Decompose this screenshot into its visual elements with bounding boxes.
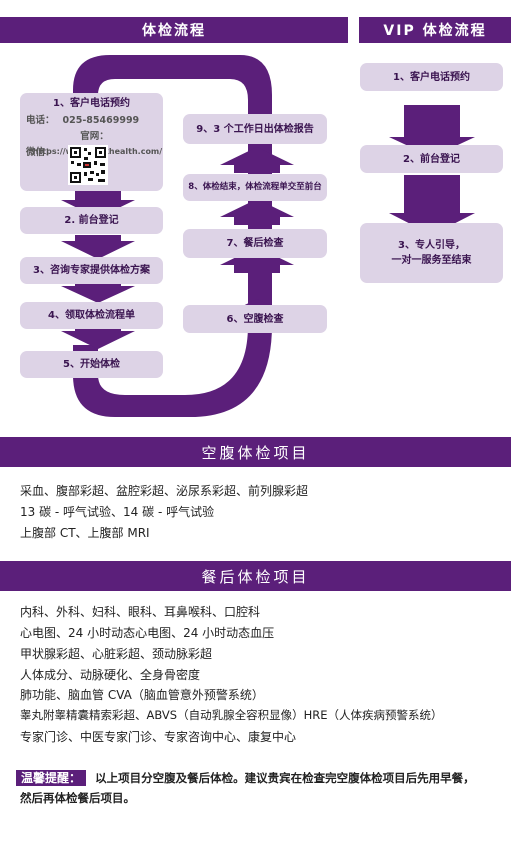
step-9: 9、3 个工作日出体检报告 xyxy=(183,114,327,144)
fasting-line-1: 采血、腹部彩超、盆腔彩超、泌尿系彩超、前列腺彩超 xyxy=(20,484,309,498)
fasting-title: 空腹体检项目 xyxy=(201,443,310,462)
tip-row-1: 温馨提醒： 以上项目分空腹及餐后体检。建议贵宾在检查完空腹体检项目后先用早餐， xyxy=(16,767,475,786)
step-3: 3、咨询专家提供体检方案 xyxy=(20,257,163,284)
step-8-label: 8、体检结束，体检流程单交至前台 xyxy=(188,182,322,192)
wechat-label: 微信： xyxy=(26,147,55,158)
after-line-2: 心电图、24 小时动态心电图、24 小时动态血压 xyxy=(20,626,275,640)
vip-step-3: 3、专人引导， 一对一服务至结束 xyxy=(360,223,503,283)
step-2: 2. 前台登记 xyxy=(20,207,163,234)
step-6: 6、空腹检查 xyxy=(183,305,327,333)
site-label: 官网： xyxy=(80,131,109,142)
vip-step-2-label: 2、前台登记 xyxy=(403,153,460,165)
tip-text-1: 以上项目分空腹及餐后体检。建议贵宾在检查完空腹体检项目后先用早餐， xyxy=(95,771,475,785)
step-9-label: 9、3 个工作日出体检报告 xyxy=(196,123,314,135)
vip-arrow-2 xyxy=(389,175,475,235)
flow-header: 体检流程 xyxy=(0,17,348,43)
vip-header: VIP 体检流程 xyxy=(359,17,511,43)
phone-label: 电话： xyxy=(26,115,55,126)
loop-outer xyxy=(73,55,272,417)
after-line-6: 睾丸附睾精囊精索彩超、ABVS（自动乳腺全容积显像）HRE（人体疾病预警系统） xyxy=(20,708,443,722)
flow-graphic xyxy=(61,55,475,417)
contact-box: 1、客户电话预约 电话：025-85469999 官网：https://www.… xyxy=(20,93,163,191)
step-6-label: 6、空腹检查 xyxy=(226,313,284,325)
step-7-label: 7、餐后检查 xyxy=(226,238,284,249)
step-4-label: 4、领取体检流程单 xyxy=(48,310,135,321)
after-line-5: 肺功能、脑血管 CVA（脑血管意外预警系统） xyxy=(20,688,264,702)
step-7: 7、餐后检查 xyxy=(183,229,327,258)
after-line-1: 内科、外科、妇科、眼科、耳鼻喉科、口腔科 xyxy=(20,605,261,619)
contact-step-label: 1、客户电话预约 xyxy=(53,98,130,109)
after-meal-header: 餐后体检项目 xyxy=(0,561,511,591)
vip-title: VIP 体检流程 xyxy=(383,23,487,39)
tip-label: 温馨提醒： xyxy=(16,770,87,786)
tip-text-2: 然后再体检餐后项目。 xyxy=(20,791,135,805)
step-2-label: 2. 前台登记 xyxy=(64,215,119,226)
after-line-3: 甲状腺彩超、心脏彩超、颈动脉彩超 xyxy=(20,647,213,661)
qr-code-icon xyxy=(68,145,108,185)
fasting-line-3: 上腹部 CT、上腹部 MRI xyxy=(20,526,150,540)
vip-step-3-line1: 3、专人引导， xyxy=(398,240,465,251)
fasting-header: 空腹体检项目 xyxy=(0,437,511,467)
arrow-down-1 xyxy=(61,190,135,218)
after-line-7: 专家门诊、中医专家门诊、专家咨询中心、康复中心 xyxy=(20,730,297,744)
vip-step-1: 1、客户电话预约 xyxy=(360,63,503,91)
fasting-line-2: 13 碳 - 呼气试验、14 碳 - 呼气试验 xyxy=(20,505,215,519)
arrow-up-3 xyxy=(220,199,294,225)
phone-row: 电话： 025-85469999 xyxy=(26,113,139,128)
arrow-down-2 xyxy=(61,235,135,259)
arrow-up-2 xyxy=(220,247,294,273)
wechat-row: 微信： xyxy=(26,145,55,160)
arrow-up-4 xyxy=(220,147,294,173)
flow-title: 体检流程 xyxy=(142,23,206,39)
after-meal-title: 餐后体检项目 xyxy=(201,567,310,586)
step-3-label: 3、咨询专家提供体检方案 xyxy=(33,265,150,276)
step-5: 5、开始体检 xyxy=(20,351,163,378)
arrow-down-3 xyxy=(61,280,135,303)
after-line-4: 人体成分、动脉硬化、全身骨密度 xyxy=(20,668,201,682)
phone-value: 025-85469999 xyxy=(62,115,140,126)
step-5-label: 5、开始体检 xyxy=(63,359,120,370)
vip-arrow-1 xyxy=(389,105,475,157)
vip-step-2: 2、前台登记 xyxy=(360,145,503,173)
step-4: 4、领取体检流程单 xyxy=(20,302,163,329)
vip-step-3-line2: 一对一服务至结束 xyxy=(391,255,472,266)
arrow-down-4 xyxy=(61,325,135,349)
vip-step-1-label: 1、客户电话预约 xyxy=(393,71,470,83)
step-8: 8、体检结束，体检流程单交至前台 xyxy=(183,174,327,201)
